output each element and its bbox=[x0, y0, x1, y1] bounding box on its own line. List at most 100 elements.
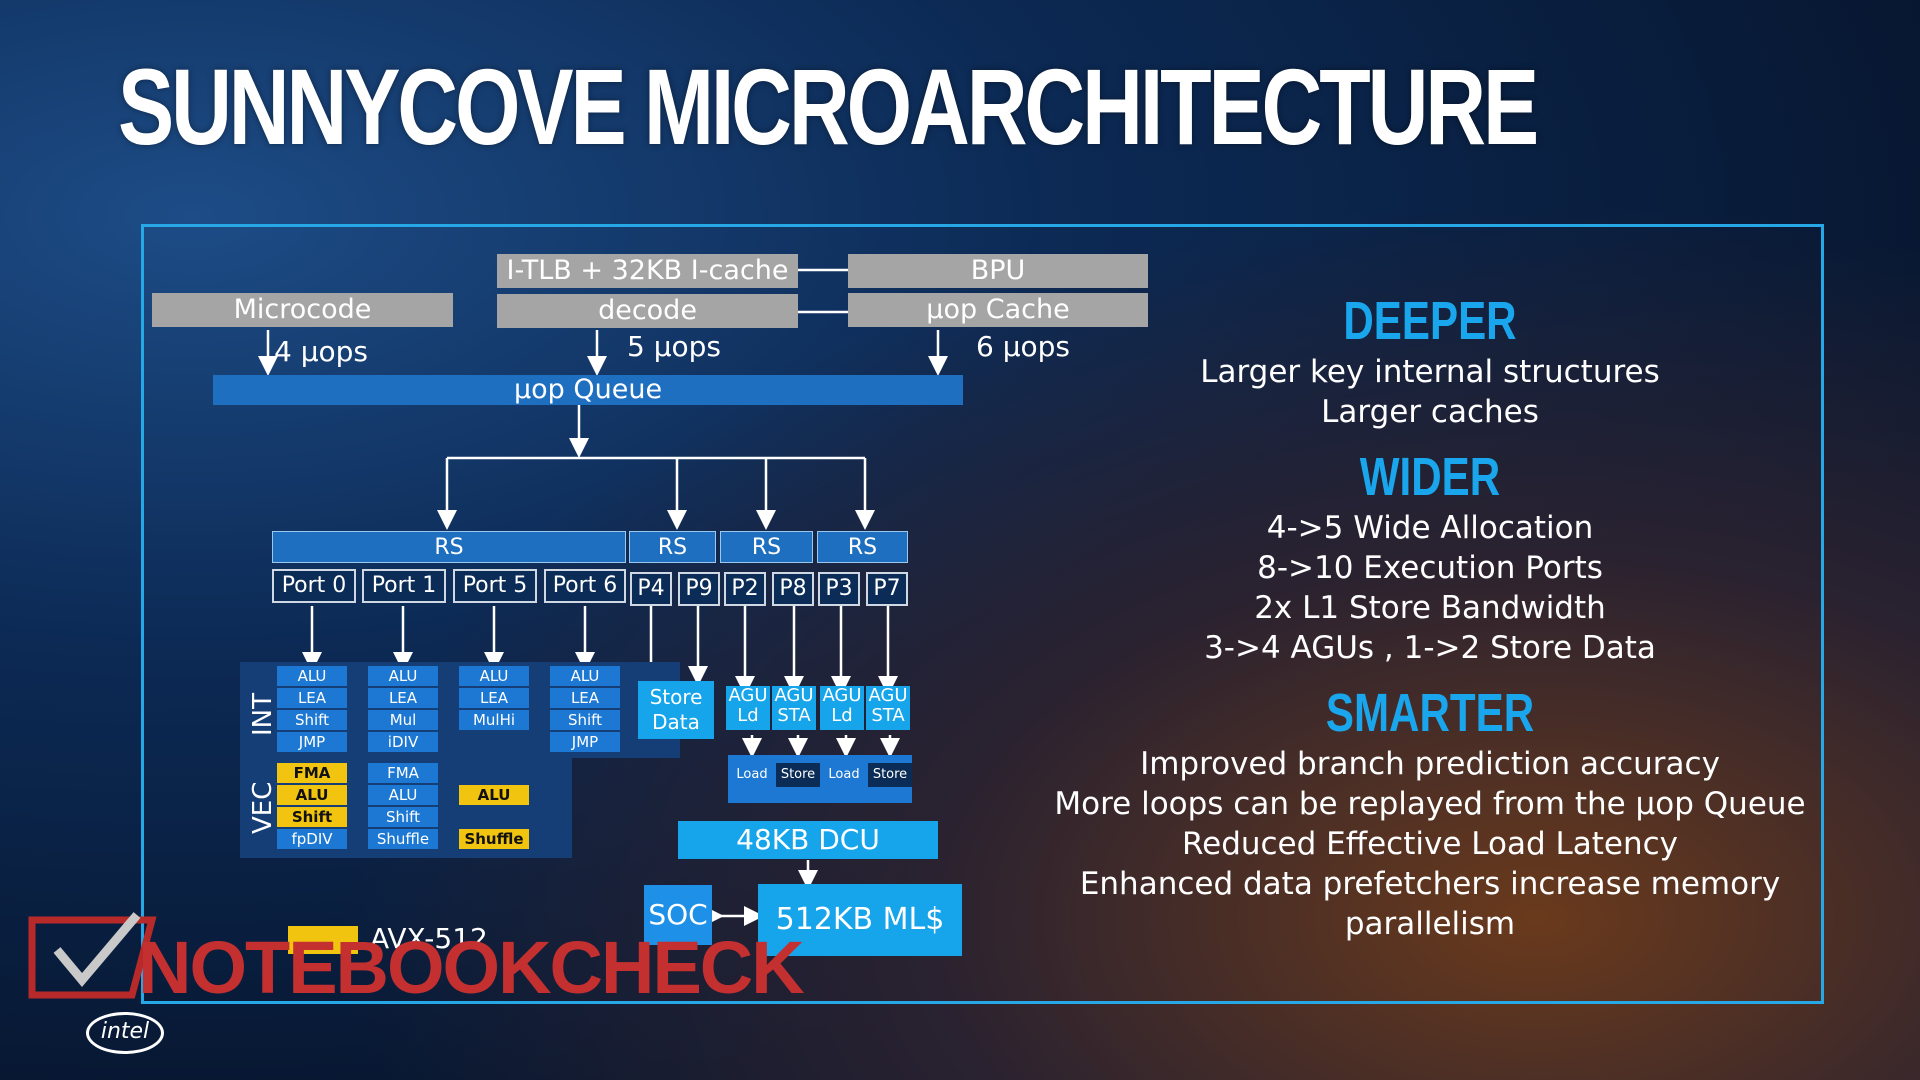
exec-unit: Shift bbox=[550, 710, 620, 730]
exec-unit: LEA bbox=[277, 688, 347, 708]
exec-unit: Shuffle bbox=[368, 829, 438, 849]
exec-unit: MulHi bbox=[459, 710, 529, 730]
int-units-port1: ALU LEA Mul iDIV bbox=[368, 666, 438, 752]
bpu-box: BPU bbox=[848, 254, 1148, 288]
benefit-line: parallelism bbox=[1344, 906, 1516, 942]
load-unit: Load bbox=[828, 767, 860, 782]
port-p2: P2 bbox=[724, 572, 766, 606]
exec-unit: iDIV bbox=[368, 732, 438, 752]
decode-uops-label: 5 μops bbox=[627, 330, 722, 363]
exec-unit: FMA bbox=[368, 763, 438, 783]
notebookcheck-logo-icon bbox=[28, 912, 157, 999]
exec-unit: Shift bbox=[277, 710, 347, 730]
benefit-line: Improved branch prediction accuracy bbox=[1140, 746, 1720, 782]
agu-label: AGU bbox=[822, 685, 862, 706]
vec-units-port0: FMA ALU Shift fpDIV bbox=[277, 763, 347, 849]
itlb-icache-box: I-TLB + 32KB I-cache bbox=[497, 254, 798, 288]
benefits-column: DEEPER Larger key internal structures La… bbox=[1040, 290, 1820, 944]
avx512-unit: FMA bbox=[277, 763, 347, 783]
rs-box: RS bbox=[817, 531, 908, 563]
agu-label: Ld bbox=[831, 705, 853, 726]
avx512-unit: Shift bbox=[277, 807, 347, 827]
int-label: INT bbox=[248, 693, 278, 736]
mlc-box: 512KB ML$ bbox=[758, 884, 962, 956]
exec-unit: ALU bbox=[277, 666, 347, 686]
rs-box: RS bbox=[629, 531, 716, 563]
agu-label: AGU bbox=[774, 685, 814, 706]
benefit-line: Larger caches bbox=[1321, 394, 1539, 430]
load-unit: Load bbox=[736, 767, 768, 782]
benefit-line: 4->5 Wide Allocation bbox=[1266, 510, 1594, 546]
benefit-line: More loops can be replayed from the μop … bbox=[1054, 786, 1806, 822]
avx512-unit: ALU bbox=[459, 785, 529, 805]
avx512-unit: Shuffle bbox=[459, 829, 529, 849]
store-unit: Store bbox=[868, 763, 912, 787]
uop-cache-box: μop Cache bbox=[848, 293, 1148, 327]
agu-label: STA bbox=[777, 705, 811, 726]
benefit-heading: SMARTER bbox=[1325, 683, 1535, 743]
exec-unit: LEA bbox=[368, 688, 438, 708]
port-p8: P8 bbox=[772, 572, 814, 606]
store-unit: Store bbox=[776, 763, 820, 787]
exec-unit: Mul bbox=[368, 710, 438, 730]
agu-label: Ld bbox=[737, 705, 759, 726]
exec-unit: Shift bbox=[368, 807, 438, 827]
store-data-label: Store bbox=[649, 685, 703, 709]
benefit-line: Larger key internal structures bbox=[1200, 354, 1660, 390]
avx512-legend-swatch bbox=[288, 926, 358, 954]
slide-title: SUNNYCOVE MICROARCHITECTURE bbox=[118, 46, 1539, 167]
uop-cache-uops-label: 6 μops bbox=[976, 330, 1071, 363]
diagram-frame bbox=[141, 224, 1824, 1004]
benefit-heading: DEEPER bbox=[1343, 291, 1517, 351]
vec-units-port1: FMA ALU Shift Shuffle bbox=[368, 763, 438, 849]
exec-unit: JMP bbox=[550, 732, 620, 752]
port-p4: P4 bbox=[630, 572, 672, 606]
int-units-port0: ALU LEA Shift JMP bbox=[277, 666, 347, 752]
benefit-line: 2x L1 Store Bandwidth bbox=[1254, 590, 1606, 626]
exec-unit: fpDIV bbox=[277, 829, 347, 849]
store-data-box: Store Data bbox=[638, 681, 714, 739]
exec-unit: JMP bbox=[277, 732, 347, 752]
port-0: Port 0 bbox=[272, 569, 356, 603]
exec-unit: ALU bbox=[550, 666, 620, 686]
port-p9: P9 bbox=[678, 572, 720, 606]
port-p7: P7 bbox=[866, 572, 908, 606]
benefit-heading: WIDER bbox=[1359, 447, 1501, 507]
int-units-port6: ALU LEA Shift JMP bbox=[550, 666, 620, 752]
microcode-box: Microcode bbox=[152, 293, 453, 327]
rs-box: RS bbox=[720, 531, 813, 563]
benefit-line: Reduced Effective Load Latency bbox=[1181, 826, 1679, 862]
agu-label: AGU bbox=[868, 685, 908, 706]
decode-box: decode bbox=[497, 294, 798, 328]
benefit-line: 8->10 Execution Ports bbox=[1257, 550, 1603, 586]
avx512-legend-label: AVX-512 bbox=[370, 922, 488, 955]
rs-box: RS bbox=[272, 531, 626, 563]
exec-unit: ALU bbox=[368, 666, 438, 686]
vec-label: VEC bbox=[248, 781, 278, 834]
agu-label: STA bbox=[871, 705, 905, 726]
microcode-uops-label: 4 μops bbox=[274, 335, 369, 368]
int-units-port5: ALU LEA MulHi bbox=[459, 666, 529, 730]
port-p3: P3 bbox=[818, 572, 860, 606]
store-data-label: Data bbox=[652, 710, 700, 734]
vec-units-port5: ALU Shuffle bbox=[459, 785, 529, 849]
port-5: Port 5 bbox=[453, 569, 537, 603]
watermark-label: NOTEBOOKCHECK bbox=[138, 926, 805, 1009]
exec-unit: LEA bbox=[550, 688, 620, 708]
exec-unit: ALU bbox=[368, 785, 438, 805]
benefit-line: 3->4 AGUs , 1->2 Store Data bbox=[1204, 630, 1656, 666]
dcu-box: 48KB DCU bbox=[678, 821, 938, 859]
intel-logo: intel bbox=[86, 1012, 164, 1054]
uop-queue-box: μop Queue bbox=[213, 375, 963, 405]
watermark-text: NOTEBOOKCHECK bbox=[138, 925, 805, 1010]
exec-unit: ALU bbox=[459, 666, 529, 686]
benefit-line: Enhanced data prefetchers increase memor… bbox=[1079, 866, 1781, 902]
port-1: Port 1 bbox=[362, 569, 446, 603]
port-6: Port 6 bbox=[544, 569, 626, 603]
avx512-unit: ALU bbox=[277, 785, 347, 805]
